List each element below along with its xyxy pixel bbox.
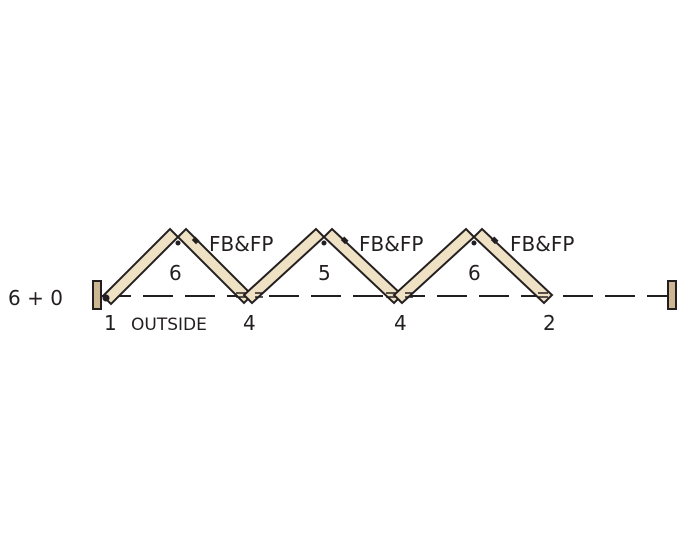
hinge-markers [102,236,499,302]
panel-count-label-1: 6 [169,261,182,285]
bottom-label-3: 4 [394,311,407,335]
bottom-label-1: 1 [104,311,117,335]
hinge-label-3: FB&FP [510,232,574,256]
bottom-label-2: 4 [243,311,256,335]
fb-fp-marker-icon [191,236,200,245]
hinge-label-2: FB&FP [359,232,423,256]
side-label: OUTSIDE [131,315,207,335]
panel-count-label-3: 6 [468,261,481,285]
hinge-dot-icon [321,240,327,246]
panel-5 [392,227,476,305]
fb-fp-marker-icon [340,236,349,245]
fb-fp-marker-icon [490,236,499,245]
bottom-label-4: 2 [543,311,556,335]
panel-6 [472,227,554,305]
door-panels [101,227,554,306]
left-jamb-post [92,280,102,310]
panel-count-label-2: 5 [318,261,331,285]
config-label: 6 + 0 [8,286,63,310]
hinge-dot-icon [175,240,181,246]
valley-hardware [236,292,548,298]
hinge-label-1: FB&FP [209,232,273,256]
right-jamb-post [667,280,677,310]
hinge-dot-icon [471,240,477,246]
pivot-dot-icon [102,294,110,302]
panel-1 [101,227,180,306]
panel-3 [242,227,326,305]
